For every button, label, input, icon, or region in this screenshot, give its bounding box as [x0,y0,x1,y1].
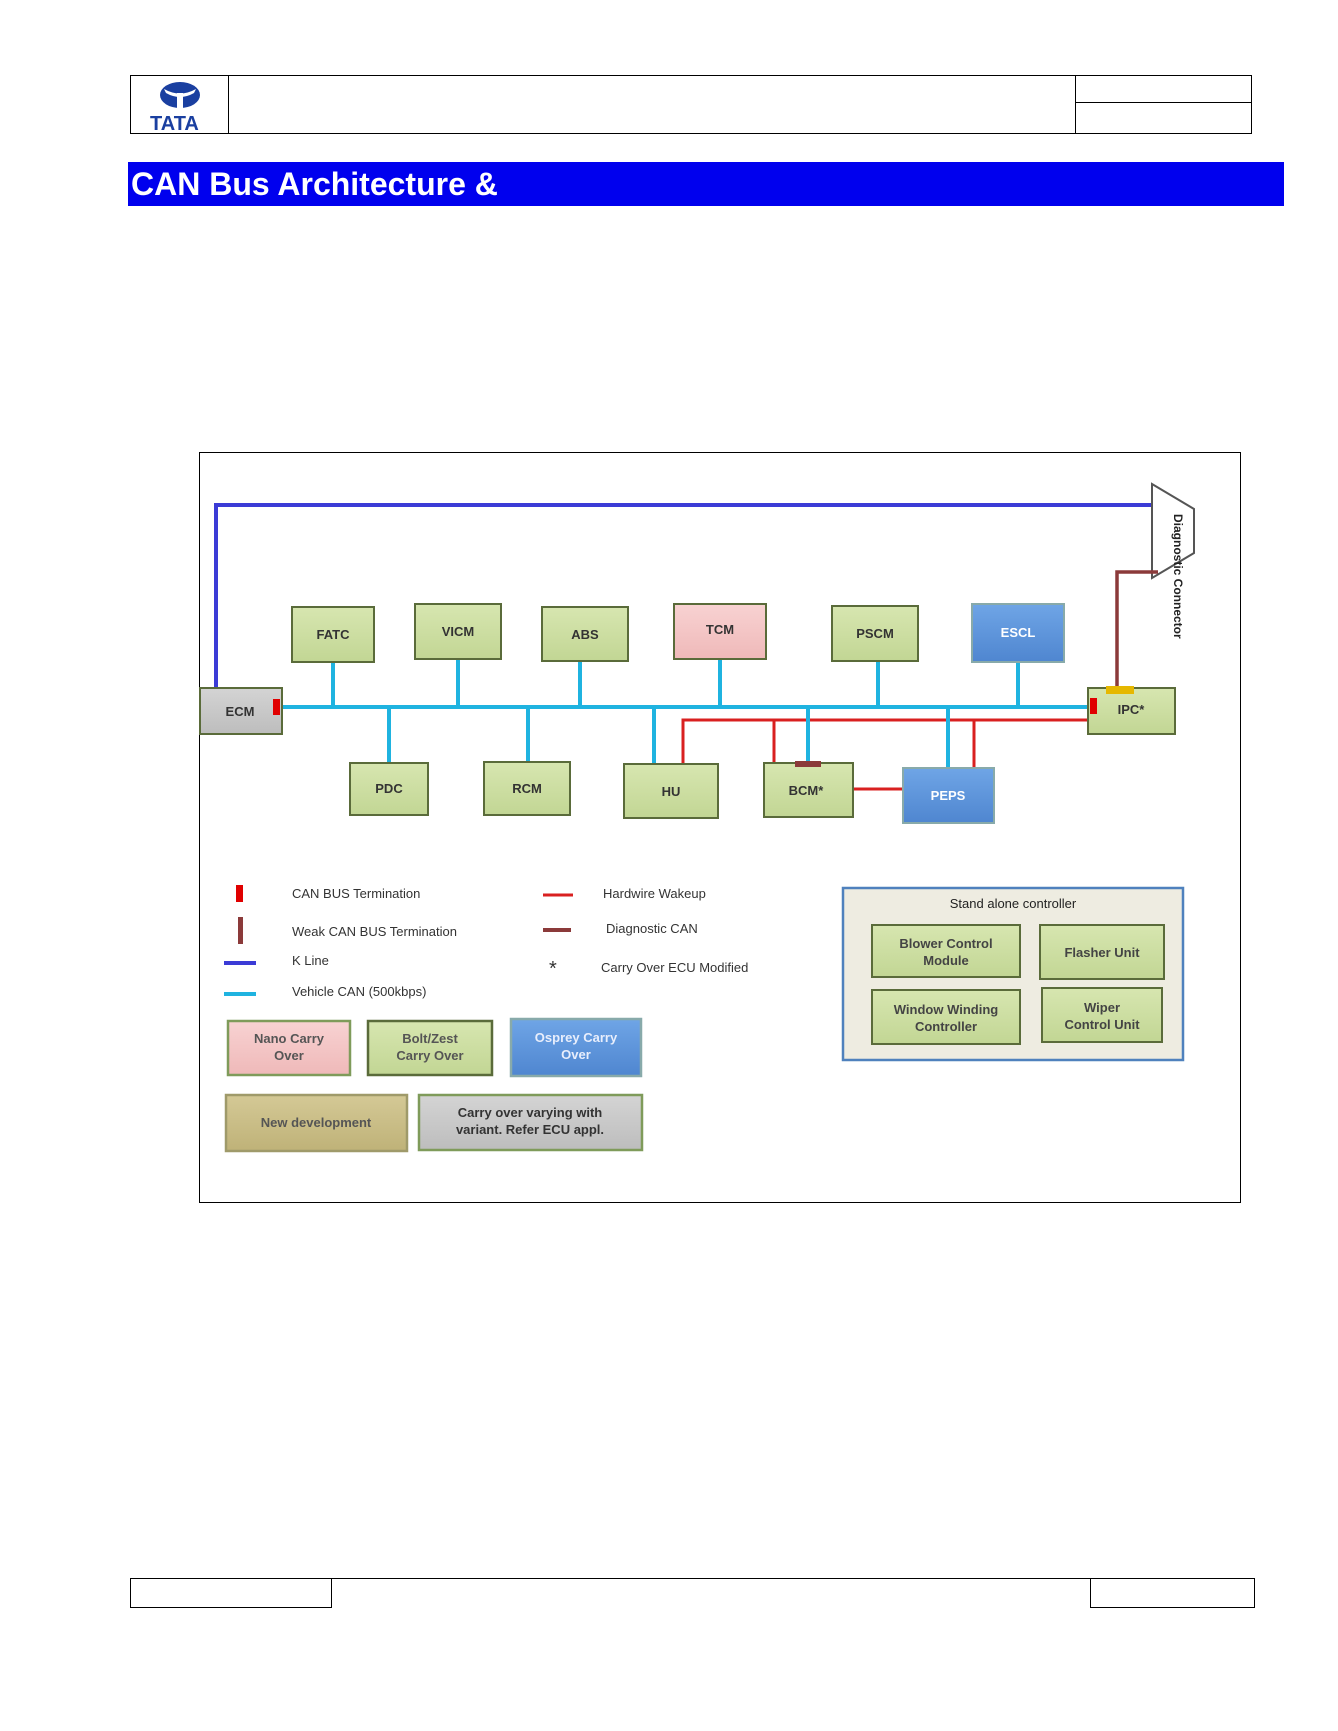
swatch-bolt-line2: Carry Over [396,1048,463,1063]
swatch-nano-line2: Over [274,1048,304,1063]
node-bcm-label: BCM* [789,783,825,798]
legend-k-line-label: K Line [292,953,329,968]
node-ecm: ECM [199,687,283,735]
tata-logo-icon [160,82,200,108]
node-pscm: PSCM [831,605,919,662]
logo-text: TATA [150,113,199,135]
legend-weak-termination-label: Weak CAN BUS Termination [292,924,457,939]
bcm-weak-termination [795,761,821,767]
hardwire-wakeup-lines [681,718,1088,791]
node-abs: ABS [541,606,629,662]
legend-carry-over-label: Carry Over ECU Modified [601,960,748,975]
legend-vehicle-can-label: Vehicle CAN (500kbps) [292,984,426,999]
node-peps-label: PEPS [931,788,966,803]
footer-right-box [1090,1578,1255,1608]
standalone-window [871,989,1021,1045]
node-vicm-label: VICM [442,624,475,639]
node-abs-label: ABS [571,627,599,642]
diagnostic-connector: Diagnostic Connector [1151,482,1195,639]
header-divider [1076,102,1251,103]
standalone-flasher-label: Flasher Unit [1064,945,1140,960]
node-vicm: VICM [414,603,502,660]
node-hu-label: HU [662,784,681,799]
node-bcm: BCM* [763,761,854,818]
node-pdc-label: PDC [375,781,403,796]
swatch-new-development-label: New development [261,1115,372,1130]
standalone-blower [871,924,1021,978]
node-rcm-label: RCM [512,781,542,796]
legend-swatches: Nano Carry Over Bolt/Zest Carry Over Osp… [224,1017,644,1153]
node-hu: HU [623,763,719,819]
footer-rule [330,1578,1090,1579]
swatch-variant-line1: Carry over varying with [458,1105,603,1120]
ipc-termination [1090,698,1097,714]
standalone-wiper-line2: Control Unit [1064,1017,1140,1032]
diagram-frame [199,452,1241,1203]
standalone-wiper-line1: Wiper [1084,1000,1120,1015]
node-escl: ESCL [971,603,1065,663]
swatch-variant-line2: variant. Refer ECU appl. [456,1122,604,1137]
node-escl-label: ESCL [1001,625,1036,640]
legend: CAN BUS Termination Weak CAN BUS Termina… [224,885,748,999]
header-right-cell [1075,76,1251,133]
legend-carry-over-symbol: * [549,958,557,980]
ipc-diagnostic-port [1106,686,1134,694]
swatch-nano-line1: Nano Carry [254,1031,325,1046]
standalone-window-line1: Window Winding [894,1002,999,1017]
standalone-blower-line2: Module [923,953,969,968]
standalone-title: Stand alone controller [950,896,1077,911]
node-tcm-label: TCM [706,622,734,637]
swatch-osprey-line2: Over [561,1047,591,1062]
node-fatc: FATC [291,606,375,663]
k-line [214,503,1158,712]
standalone-flasher [1039,924,1165,980]
node-pdc: PDC [349,762,429,816]
swatch-variant: Carry over varying with variant. Refer E… [417,1093,644,1152]
node-ipc-label: IPC* [1118,702,1146,717]
node-fatc-label: FATC [317,627,351,642]
ecm-termination [273,699,280,715]
legend-can-termination-label: CAN BUS Termination [292,886,420,901]
footer-left-box [130,1578,332,1608]
node-pscm-label: PSCM [856,626,894,641]
legend-can-termination-swatch [236,885,243,902]
diagnostic-can-line [1115,570,1158,688]
document-header: TATA [130,75,1252,135]
logo-cell: TATA [131,76,229,135]
node-tcm: TCM [673,603,767,660]
diagnostic-connector-label: Diagnostic Connector [1171,514,1185,639]
standalone-wiper [1041,987,1163,1043]
swatch-bolt: Bolt/Zest Carry Over [366,1019,494,1077]
swatch-nano: Nano Carry Over [226,1019,352,1077]
node-peps: PEPS [902,767,995,824]
standalone-window-line2: Controller [915,1019,977,1034]
section-title: CAN Bus Architecture & [131,166,498,202]
node-ipc: IPC* [1087,686,1176,735]
legend-hardwire-label: Hardwire Wakeup [603,886,706,901]
standalone-blower-line1: Blower Control [899,936,992,951]
node-rcm: RCM [483,761,571,816]
vehicle-can-drops [331,659,1020,768]
swatch-osprey-line1: Osprey Carry [535,1030,618,1045]
section-banner: CAN Bus Architecture & [128,162,1284,206]
swatch-new-development: New development [224,1093,409,1153]
standalone-controller-group: Stand alone controller Blower Control Mo… [841,886,1185,1062]
swatch-osprey: Osprey Carry Over [509,1017,643,1078]
legend-diagnostic-can-label: Diagnostic CAN [606,921,698,936]
swatch-bolt-line1: Bolt/Zest [402,1031,458,1046]
node-ecm-label: ECM [226,704,255,719]
legend-weak-termination-swatch [238,917,243,944]
